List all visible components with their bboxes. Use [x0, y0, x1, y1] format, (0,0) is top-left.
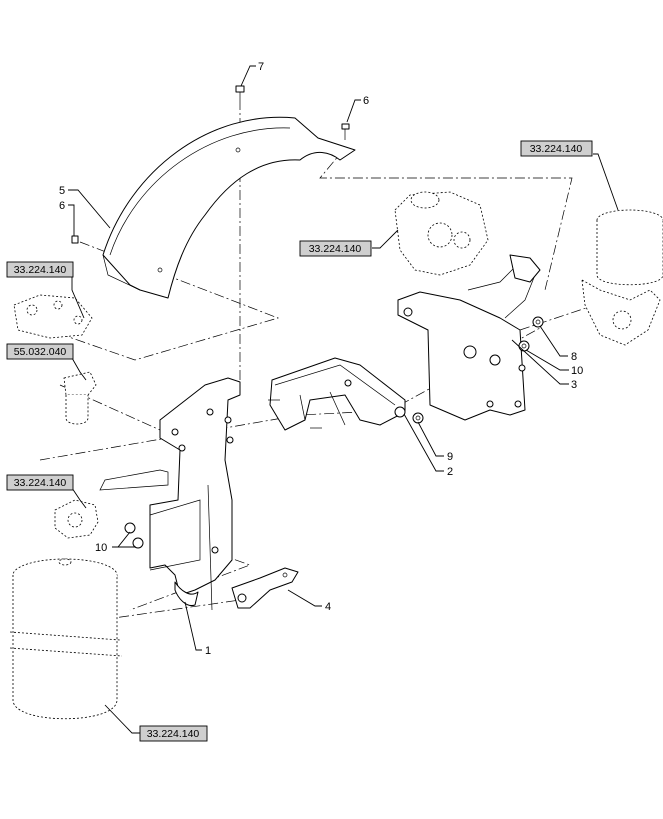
svg-text:33.224.140: 33.224.140	[309, 243, 362, 255]
callout-4: 4	[325, 601, 331, 613]
screw-6-left	[71, 235, 79, 244]
bracket-3	[397, 254, 541, 421]
callout-5: 5	[59, 185, 65, 197]
bracket-1	[99, 377, 241, 611]
nut-8	[532, 316, 544, 328]
air-tank-ghost	[9, 558, 123, 720]
svg-text:33.224.140: 33.224.140	[147, 728, 200, 740]
bracket-4	[231, 567, 299, 609]
fender	[102, 116, 356, 299]
solenoid-valve-ghost	[13, 294, 93, 339]
ref-label-air-tank: 33.224.140	[139, 725, 208, 742]
callout-2: 2	[447, 466, 453, 478]
nut-10-left-a	[124, 522, 136, 534]
callout-numbers: 7 6 5 6 8 10 3 9 2 10 4 1	[59, 61, 583, 657]
valve-ghost	[54, 499, 99, 539]
callout-7: 7	[258, 61, 264, 73]
svg-text:33.224.140: 33.224.140	[530, 143, 583, 155]
callout-3: 3	[571, 379, 577, 391]
callout-10-right: 10	[571, 365, 583, 377]
svg-text:33.224.140: 33.224.140	[14, 264, 67, 276]
ref-label-filter: 55.032.040	[6, 343, 74, 360]
screw-7	[235, 85, 245, 100]
callout-6-top: 6	[363, 95, 369, 107]
nut-10-right	[518, 340, 530, 352]
leader-lines	[68, 65, 619, 734]
ref-label-valve: 33.224.140	[6, 474, 74, 491]
ref-label-air-dryer: 33.224.140	[520, 140, 593, 157]
callout-8: 8	[571, 351, 577, 363]
callout-1: 1	[205, 645, 211, 657]
ref-label-solenoid-valve: 33.224.140	[6, 261, 74, 278]
filter-ghost	[63, 371, 97, 425]
svg-text:33.224.140: 33.224.140	[14, 477, 67, 489]
svg-text:55.032.040: 55.032.040	[14, 346, 67, 358]
bracket-2	[268, 357, 406, 431]
callout-6-left: 6	[59, 200, 65, 212]
screw-6-top	[341, 123, 350, 140]
valve-block-ghost	[394, 191, 489, 276]
air-dryer-ghost	[581, 209, 663, 346]
callout-9: 9	[447, 451, 453, 463]
nut-9	[412, 412, 424, 424]
nut-10-left-b	[132, 537, 144, 549]
ref-label-valve-block: 33.224.140	[299, 240, 372, 257]
callout-10-left: 10	[95, 542, 107, 554]
